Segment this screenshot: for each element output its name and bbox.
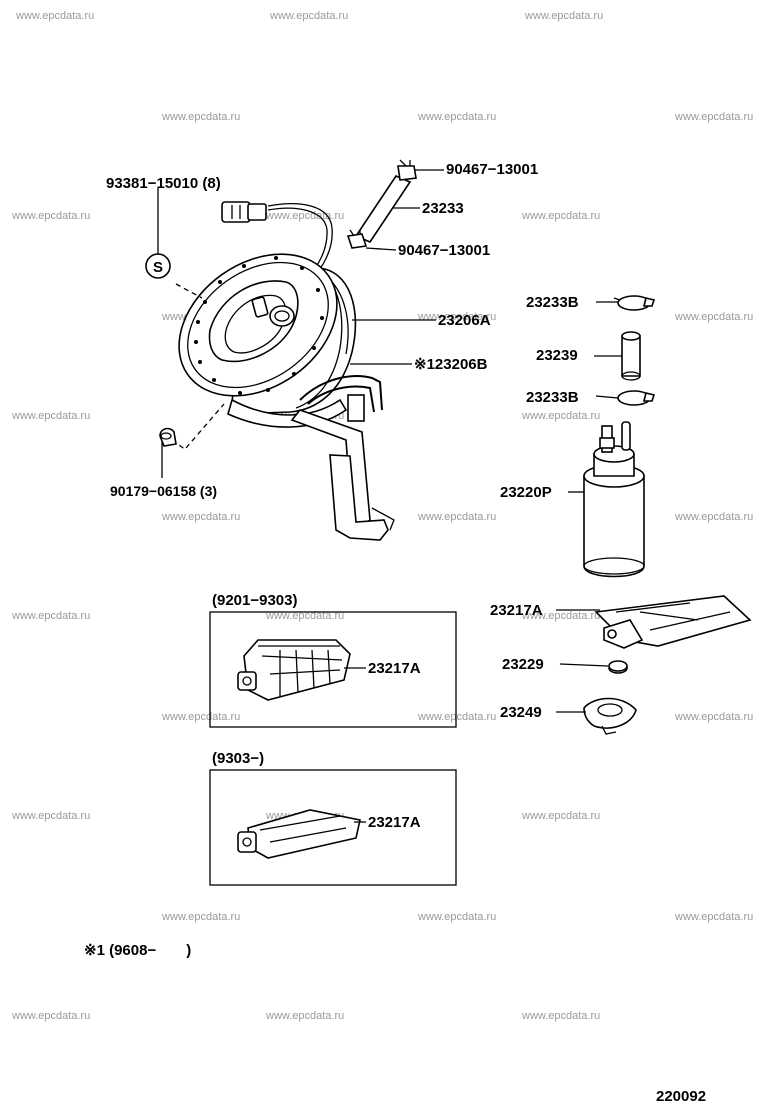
grommet-part [159,427,177,447]
variant-box-2 [209,769,457,886]
watermark-text: www.epcdata.ru [161,911,240,923]
watermark-text: www.epcdata.ru [521,1010,600,1022]
watermark-text: www.epcdata.ru [417,111,496,123]
watermark-text: www.epcdata.ru [674,311,753,323]
label-23206b: ※123206B [414,356,488,373]
leader-lines [157,169,622,823]
callout-labels: 93381−15010 (8) 90467−13001 23233 90467−… [84,161,706,1105]
label-90467-top: 90467−13001 [446,161,538,178]
variant-label-box1: (9201−9303) [212,592,298,609]
watermark-text: www.epcdata.ru [265,1010,344,1022]
watermark-text: www.epcdata.ru [11,210,90,222]
ring-23229 [608,660,628,674]
filter-box2-drawing [237,809,361,859]
label-23249: 23249 [500,704,542,721]
watermark-text: www.epcdata.ru [161,111,240,123]
label-23233b-top: 23233B [526,294,579,311]
label-23229: 23229 [502,656,544,673]
fuel-filter-23217a-right [594,595,752,649]
filter-box1-drawing [237,639,351,701]
label-23233: 23233 [422,200,464,217]
label-23217a-box2: 23217A [368,814,421,831]
watermark-text: www.epcdata.ru [265,210,344,222]
mounting-flange [178,253,338,397]
hose-clamp-top [397,159,417,181]
clamp-23233b-top [613,295,656,311]
watermark-text: www.epcdata.ru [521,810,600,822]
watermark-text: www.epcdata.ru [11,410,90,422]
watermark-text: www.epcdata.ru [11,810,90,822]
footnote-text: ※1 (9608− ) [84,942,191,959]
watermark-text: www.epcdata.ru [521,410,600,422]
label-23217a-right: 23217A [490,602,543,619]
watermark-text: www.epcdata.ru [417,911,496,923]
label-23220p: 23220P [500,484,552,501]
watermark-text: www.epcdata.ru [674,111,753,123]
variant-label-box2: (9303−) [212,750,264,767]
hose-23233-group [346,159,417,249]
fuel-pump-bracket-assembly: S [145,201,395,541]
watermark-text: www.epcdata.ru [161,511,240,523]
watermark-text: www.epcdata.ru [417,511,496,523]
watermark-text: www.epcdata.ru [11,1010,90,1022]
watermark-text: www.epcdata.ru [417,311,496,323]
hose-23239 [621,331,641,381]
watermark-text: www.epcdata.ru [674,911,753,923]
electrical-connector [221,201,267,223]
watermark-text: www.epcdata.ru [269,10,348,22]
watermark-text: www.epcdata.ru [265,610,344,622]
label-90467-bottom: 90467−13001 [398,242,490,259]
watermark-text: www.epcdata.ru [674,511,753,523]
hose-clamp-bottom [346,229,368,249]
label-23239: 23239 [536,347,578,364]
watermark-text: www.epcdata.ru [674,711,753,723]
watermark-text: www.epcdata.ru [521,610,600,622]
label-23206a: 23206A [438,312,491,329]
watermark-text: www.epcdata.ru [15,10,94,22]
fuel-pump-23220p [583,421,645,578]
label-93381-15010: 93381−15010 (8) [106,175,221,192]
watermark-text: www.epcdata.ru [521,210,600,222]
diagram-number: 220092 [656,1088,706,1105]
retainer-23249 [583,697,637,735]
label-23217a-box1: 23217A [368,660,421,677]
watermark-text: www.epcdata.ru [524,10,603,22]
pipe-clip [347,394,365,422]
watermark-text: www.epcdata.ru [11,610,90,622]
label-90179-06158: 90179−06158 (3) [110,483,217,499]
screw-marker-symbol: S [153,259,163,276]
label-23233b-bottom: 23233B [526,389,579,406]
clamp-23233b-bottom [617,390,656,406]
watermark-text: www.epcdata.ru [161,711,240,723]
variant-box-1 [209,611,457,728]
